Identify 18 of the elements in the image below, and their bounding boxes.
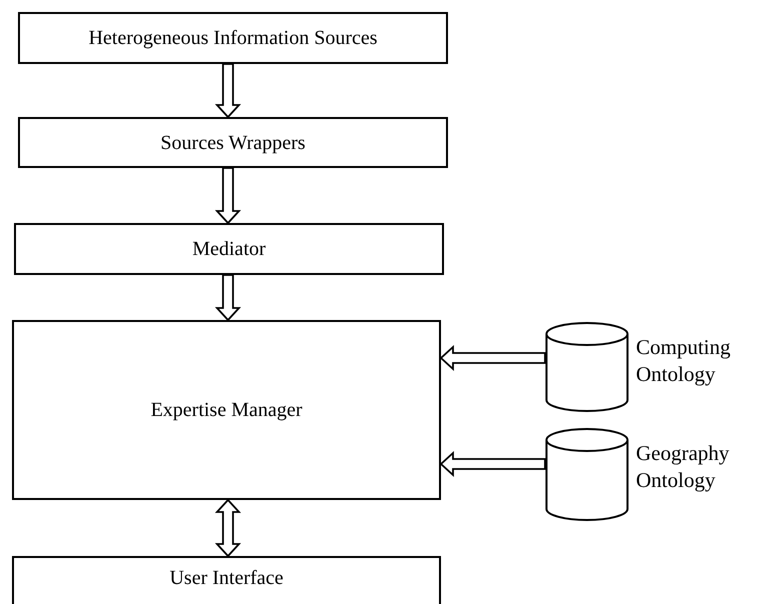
block-arrow [214,63,242,118]
block-arrow [214,498,242,558]
box-label: Heterogeneous Information Sources [88,26,378,50]
box-label: User Interface [170,566,284,590]
block-arrow [214,274,242,322]
process-box [18,117,448,168]
process-box [12,320,441,500]
block-arrow [440,344,546,372]
block-arrow [214,167,242,224]
ontology-label: Computing Ontology [636,334,732,388]
process-box [14,223,444,275]
block-arrow [440,450,546,478]
box-label: Sources Wrappers [160,130,306,154]
ontology-label: Geography Ontology [636,440,730,494]
box-label: Expertise Manager [150,398,302,422]
process-box [18,12,448,64]
process-box [12,556,441,604]
box-label: Mediator [192,237,266,261]
